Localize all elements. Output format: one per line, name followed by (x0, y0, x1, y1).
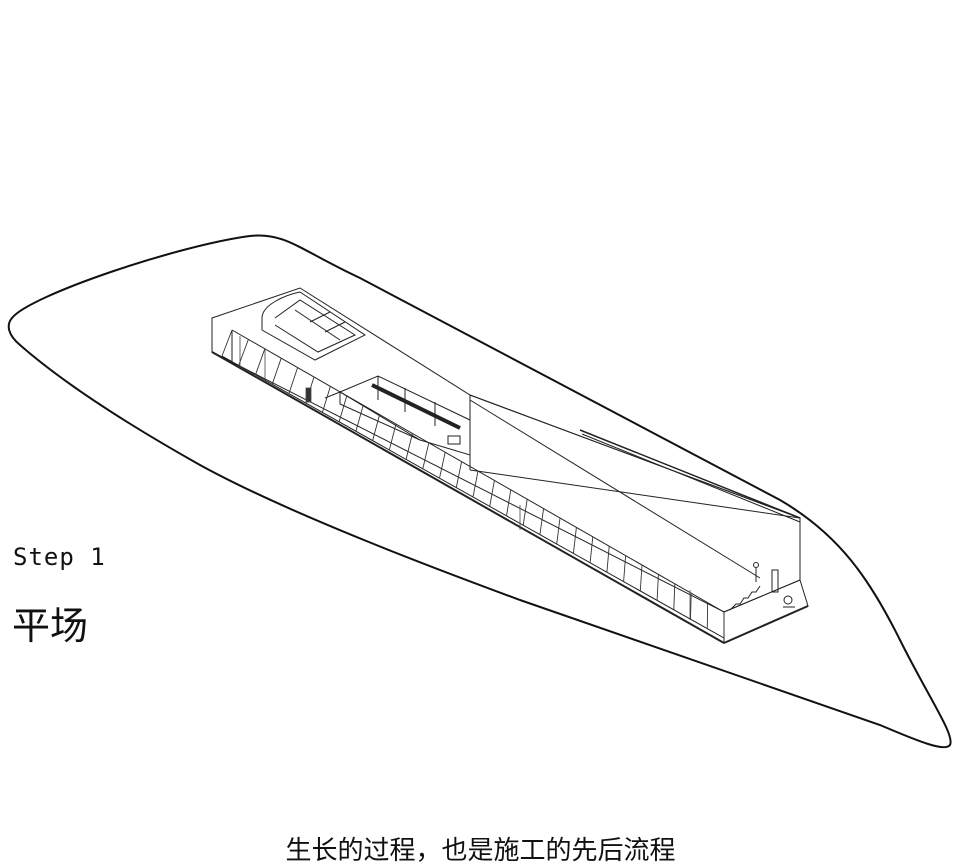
facade-mullion (423, 443, 429, 469)
courtyard-box (448, 436, 460, 444)
central-courtyard-beam (372, 385, 460, 428)
east-emblem (784, 596, 792, 604)
figure-head (754, 563, 759, 568)
facade-mullion (674, 584, 675, 610)
facade-mullion (624, 556, 626, 582)
facade-mullion (507, 490, 511, 516)
site-boundary (9, 235, 951, 747)
central-courtyard (340, 376, 470, 455)
east-base-edge (724, 606, 808, 643)
facade-bottom-edge (212, 352, 724, 643)
facade-mullion (256, 349, 265, 375)
roof-slope-line-3 (470, 470, 800, 518)
roof-ridge (470, 395, 800, 518)
roof-slope-line-5 (582, 434, 800, 522)
interior-partitions (240, 336, 690, 620)
facade-mullion (691, 593, 692, 619)
facade-mullion (222, 330, 232, 356)
facade-mullion (322, 386, 330, 412)
caption: 生长的过程，也是施工的先后流程 (0, 830, 961, 867)
stair (730, 586, 760, 610)
east-door (772, 570, 778, 592)
facade-mullion (590, 537, 593, 563)
facade-mullion (607, 546, 609, 572)
facade-mullion (640, 565, 642, 591)
facade-mullion (406, 433, 412, 459)
roof-slope-line-1 (470, 400, 760, 578)
roof-outline (212, 288, 800, 612)
roof-slope-line-4 (580, 430, 800, 518)
facade-mullion (557, 518, 560, 544)
building-volume (212, 288, 808, 643)
facade-mullion (272, 358, 281, 384)
facade-mullion (440, 452, 446, 478)
central-courtyard-edge (325, 392, 420, 440)
step-title: 平场 (12, 595, 88, 650)
step-label: Step 1 (13, 543, 106, 571)
facade-mullion (473, 471, 478, 497)
facade-mullion (573, 527, 576, 553)
facade-mullion (456, 462, 461, 488)
facade-mullion (289, 368, 298, 394)
facade-mullion (540, 509, 544, 535)
